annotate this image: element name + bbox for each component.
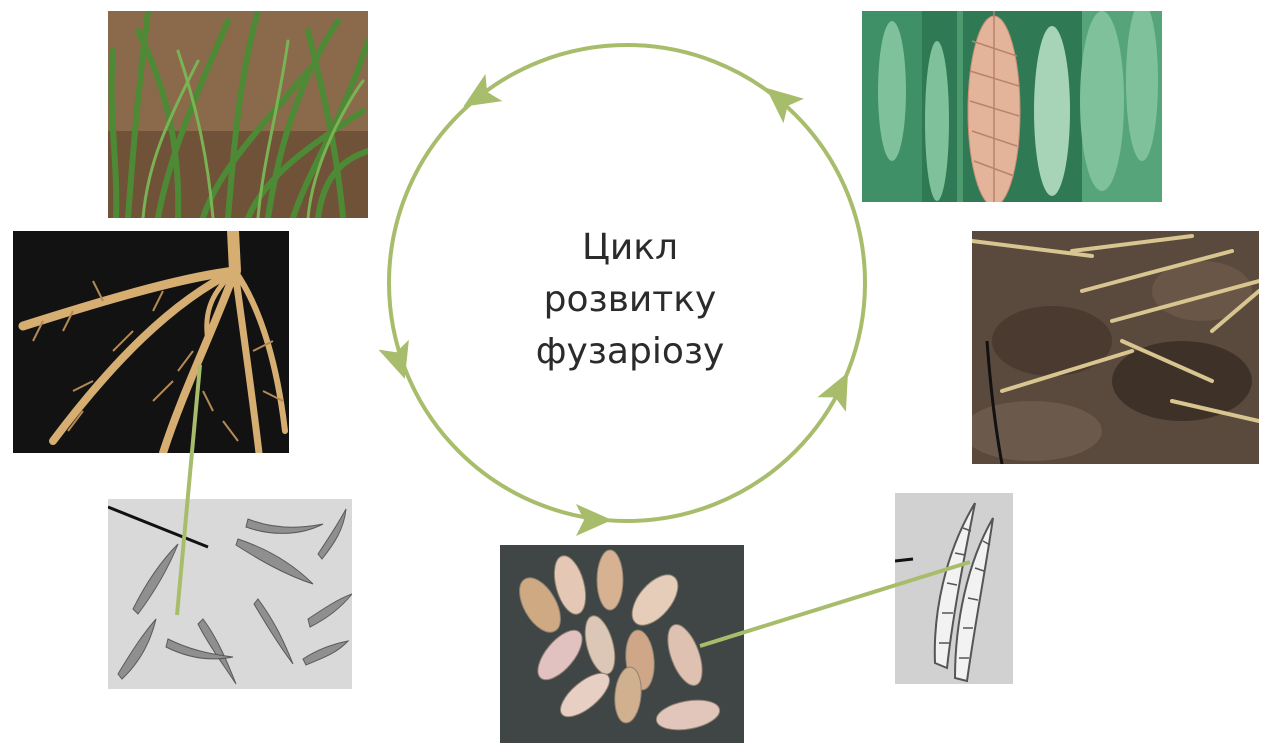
title-line-1: Цикл	[581, 227, 679, 268]
cycle-title: Цикл розвитку фузаріозу	[490, 222, 770, 378]
cycle-arrow-bottom	[576, 504, 612, 536]
photo-spores-right	[895, 493, 1013, 684]
cycle-arrow-top-right	[766, 87, 805, 124]
cycle-arrow-left	[378, 339, 409, 379]
photo-diseased-roots	[13, 231, 289, 453]
photo-infected-grains	[500, 545, 744, 743]
title-line-3: фузаріозу	[535, 331, 725, 372]
title-line-2: розвитку	[543, 279, 717, 320]
photo-stubble-residue	[972, 231, 1259, 464]
photo-spores-left	[108, 499, 352, 689]
photo-wheat-ears	[862, 11, 1162, 202]
cycle-arrow-top-left	[463, 74, 503, 107]
photo-young-wheat	[108, 11, 368, 218]
cycle-arrow-right	[817, 372, 848, 412]
cycle-circle	[387, 43, 867, 523]
